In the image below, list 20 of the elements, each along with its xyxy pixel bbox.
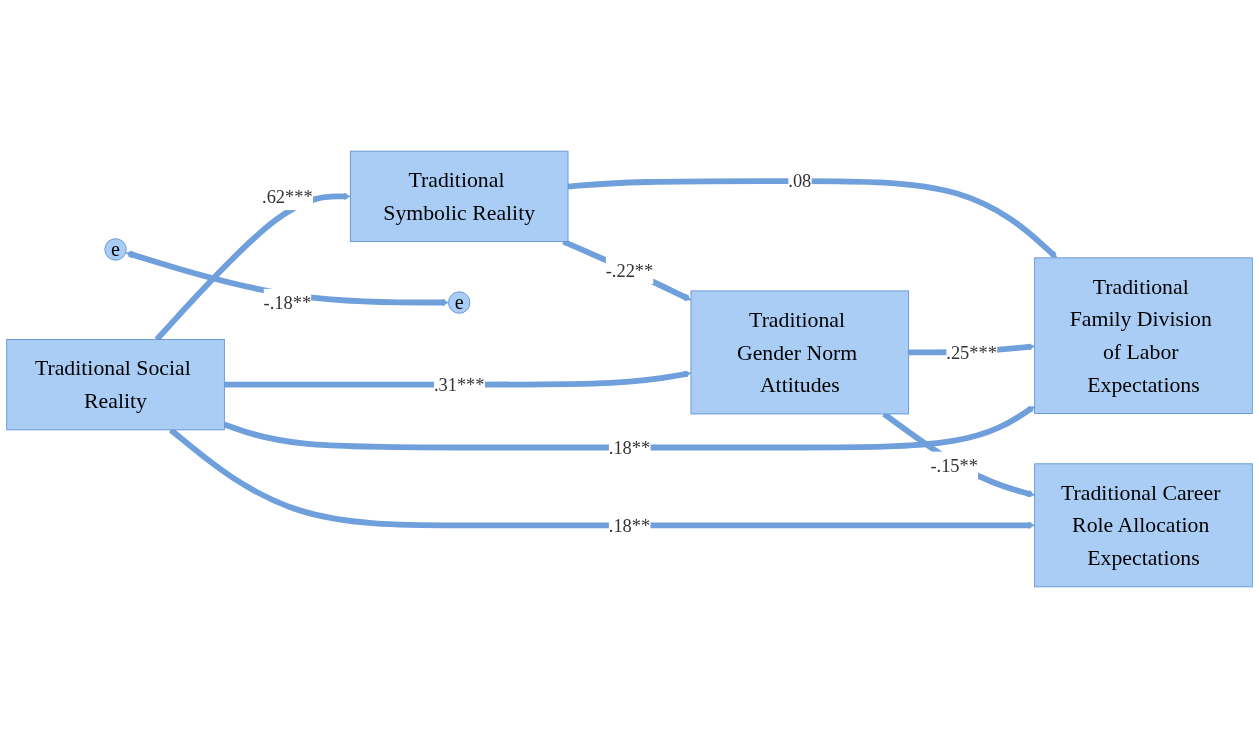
node-box: Traditional Gender Norm Attitudes <box>690 290 910 415</box>
edge-label: -.18** <box>263 292 312 314</box>
arrow <box>567 178 1058 259</box>
edge-label: .18** <box>608 436 651 458</box>
edge-label: .62*** <box>262 185 313 207</box>
node-box: Traditional Social Reality <box>6 339 225 431</box>
node-box: Traditional Symbolic Reality <box>349 150 569 242</box>
node-box: Traditional Family Division of Labor Expectations <box>1034 257 1253 414</box>
edge-label: .18** <box>608 514 651 536</box>
arrow <box>223 405 1035 451</box>
edge-label: -.22** <box>605 259 654 281</box>
node-circle: e <box>104 238 127 261</box>
edge-label: .08 <box>788 170 812 192</box>
edge-label: -.15** <box>930 454 978 476</box>
node-circle: e <box>448 291 471 314</box>
edge-label: .25*** <box>946 341 997 363</box>
arrow <box>562 238 692 302</box>
node-box: Traditional Career Role Allocation Expectations <box>1034 463 1253 588</box>
edge-label: .31*** <box>433 374 485 396</box>
arrow <box>224 370 692 388</box>
